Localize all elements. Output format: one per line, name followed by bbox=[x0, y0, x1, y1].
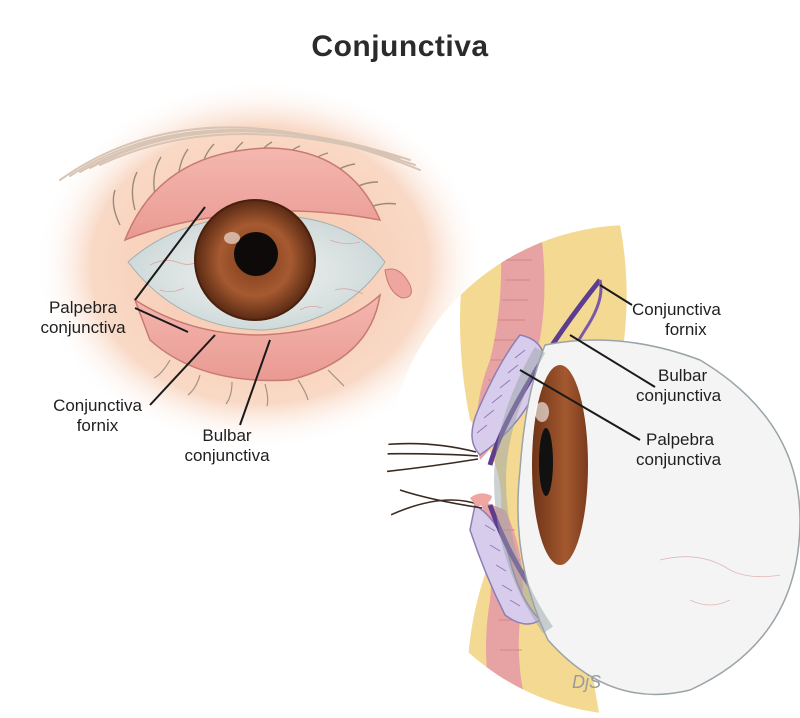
side-palpebra-label: Palpebra conjunctiva bbox=[636, 430, 722, 469]
front-eye-view bbox=[35, 80, 485, 450]
upper-everted-lid bbox=[123, 147, 382, 242]
front-bulbar-label: Bulbar conjunctiva bbox=[184, 426, 270, 465]
side-fornix-label: Conjunctiva fornix bbox=[632, 300, 721, 339]
front-palpebra-label: Palpebra conjunctiva bbox=[40, 298, 126, 337]
lower-everted-lid bbox=[133, 292, 382, 382]
artist-signature: DjS bbox=[572, 672, 601, 692]
side-leader-lines bbox=[519, 284, 656, 441]
pupil bbox=[234, 232, 278, 276]
eyeball bbox=[517, 339, 800, 696]
front-leader-lines bbox=[134, 206, 271, 426]
diagram-title: Conjunctiva bbox=[311, 30, 489, 63]
side-bulbar-label: Bulbar conjunctiva bbox=[636, 366, 722, 405]
side-eye-view: DjS bbox=[387, 225, 800, 715]
front-fornix-label: Conjunctiva fornix bbox=[53, 396, 142, 435]
lower-eyelashes bbox=[153, 359, 345, 407]
eyebrow bbox=[59, 126, 421, 181]
